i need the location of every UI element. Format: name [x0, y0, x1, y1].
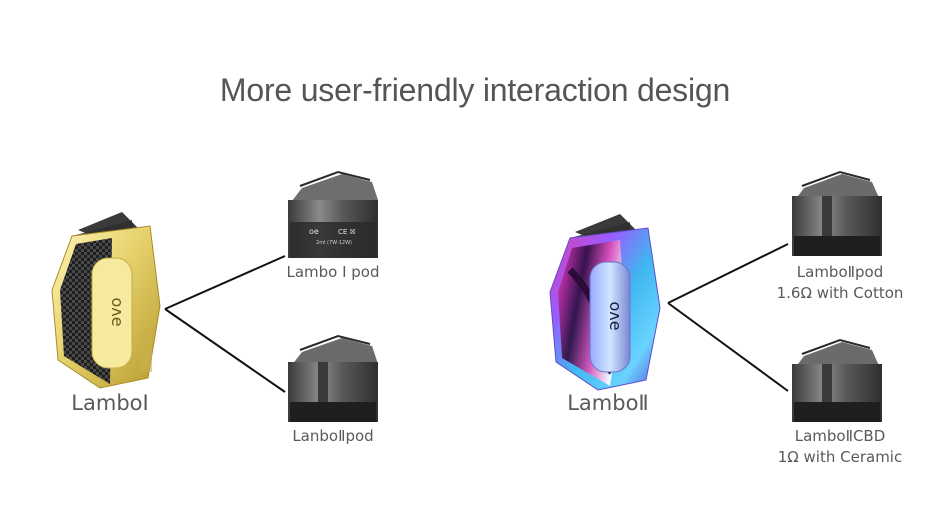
pod-4-label-line1: LamboⅡCBD [794, 427, 886, 445]
pod-lambo-2-cbd [792, 338, 882, 422]
connector-line [667, 302, 789, 392]
connector-line [667, 243, 789, 304]
lambo-2-device: oʌe [549, 214, 661, 391]
pod-4-label-line2: 1Ω with Ceramic [777, 448, 903, 466]
lambo-2-brand-mark: oʌe [606, 301, 625, 330]
lambo-1-device: oʌe [51, 212, 161, 389]
connector-line [164, 308, 286, 393]
lambo-1-brand-mark: oʌe [108, 297, 127, 326]
pod-lambo-1: oe CE ☒ 2ml (7W-12W) [288, 170, 378, 258]
pod-lanbo-2 [288, 334, 378, 422]
pod-1-label-line1: Lambo Ⅰ pod [286, 263, 380, 281]
pod-3-label: LamboⅡpod 1.6Ω with Cotton [755, 262, 925, 304]
pod-lambo-2-cotton [792, 170, 882, 256]
pod-1-label: Lambo Ⅰ pod [263, 262, 403, 283]
pod-2-label: LanboⅡpod [263, 426, 403, 447]
pod-3-label-line2: 1.6Ω with Cotton [776, 284, 904, 302]
pod-3-label-line1: LamboⅡpod [796, 263, 884, 281]
lambo-2-label: LamboⅡ [567, 391, 649, 415]
pod-2-label-line1: LanboⅡpod [292, 427, 374, 445]
pod-1-marks: CE ☒ [338, 228, 356, 236]
page-title: More user-friendly interaction design [219, 72, 731, 108]
pod-1-spec: 2ml (7W-12W) [316, 240, 352, 246]
connector-line [164, 255, 286, 310]
lambo-1-label: LamboⅠ [71, 391, 149, 415]
pod-4-label: LamboⅡCBD 1Ω with Ceramic [755, 426, 925, 468]
pod-1-logo: oe [309, 227, 319, 236]
